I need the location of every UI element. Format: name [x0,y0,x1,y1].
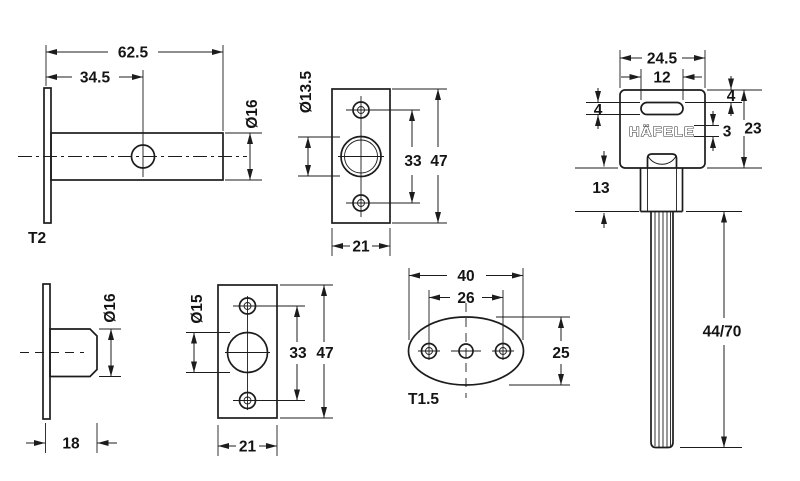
dim-neck-length: 13 [592,180,610,197]
dim-plate-width: 21 [239,439,257,456]
dim-spindle-length: 44/70 [703,324,742,341]
dim-plate-hole-spacing: 33 [289,345,307,362]
label-bolt-thickness: T2 [28,230,46,247]
view-oval-plate: 40 26 25 T1.5 [407,268,570,408]
dim-plate-bore: Ø13.5 [298,71,315,114]
plate-outline [217,284,278,419]
dim-oval-width: 40 [457,268,474,285]
spindle-notch-arc [647,155,677,165]
spindle-slot [640,101,684,116]
dim-plate-height: 47 [316,345,333,362]
dim-plate-width: 21 [352,239,370,256]
label-oval-thickness: T1.5 [408,391,439,408]
view-spindle: HÄFELE 24.5 12 4 4 [575,50,762,449]
view-plate-large-bore: Ø15 33 47 21 [186,284,334,456]
dim-oval-height: 25 [552,345,570,362]
dim-plate-hole-spacing: 33 [404,153,422,170]
bolt-end-cylinder [49,328,98,378]
view-bolt-side: 62.5 34.5 Ø16 T2 [18,45,262,247]
dim-bolt-hole-offset: 34.5 [80,70,111,87]
spindle-shaft [650,211,674,449]
dim-head-width: 24.5 [647,51,678,68]
dim-bolt-projection: 18 [62,436,80,453]
dim-slot-height: 4 [594,102,603,119]
dim-slot-top-offset: 4 [727,88,736,105]
dim-slot-width: 12 [653,70,670,87]
bolt-end-faceplate-edge [42,283,51,420]
plate-outline [331,88,391,224]
dim-bolt-end-diameter: Ø16 [102,293,119,323]
bolt-body [50,132,224,181]
view-bolt-end: Ø16 18 [20,283,121,453]
dim-plate-bore: Ø15 [189,294,206,324]
dim-bolt-length: 62.5 [118,45,149,62]
bolt-faceplate-edge [43,87,52,224]
dim-plate-height: 47 [430,153,447,170]
spindle-head [619,89,706,169]
dim-oval-hole-spacing: 26 [457,290,475,307]
view-plate-small-bore: Ø13.5 33 47 21 [298,71,448,256]
hafele-logo: HÄFELE [629,124,695,139]
dim-logo-height: 3 [723,124,732,141]
spindle-notch [646,153,678,168]
dim-bolt-diameter: Ø16 [244,99,261,129]
dim-head-height: 23 [744,121,762,138]
